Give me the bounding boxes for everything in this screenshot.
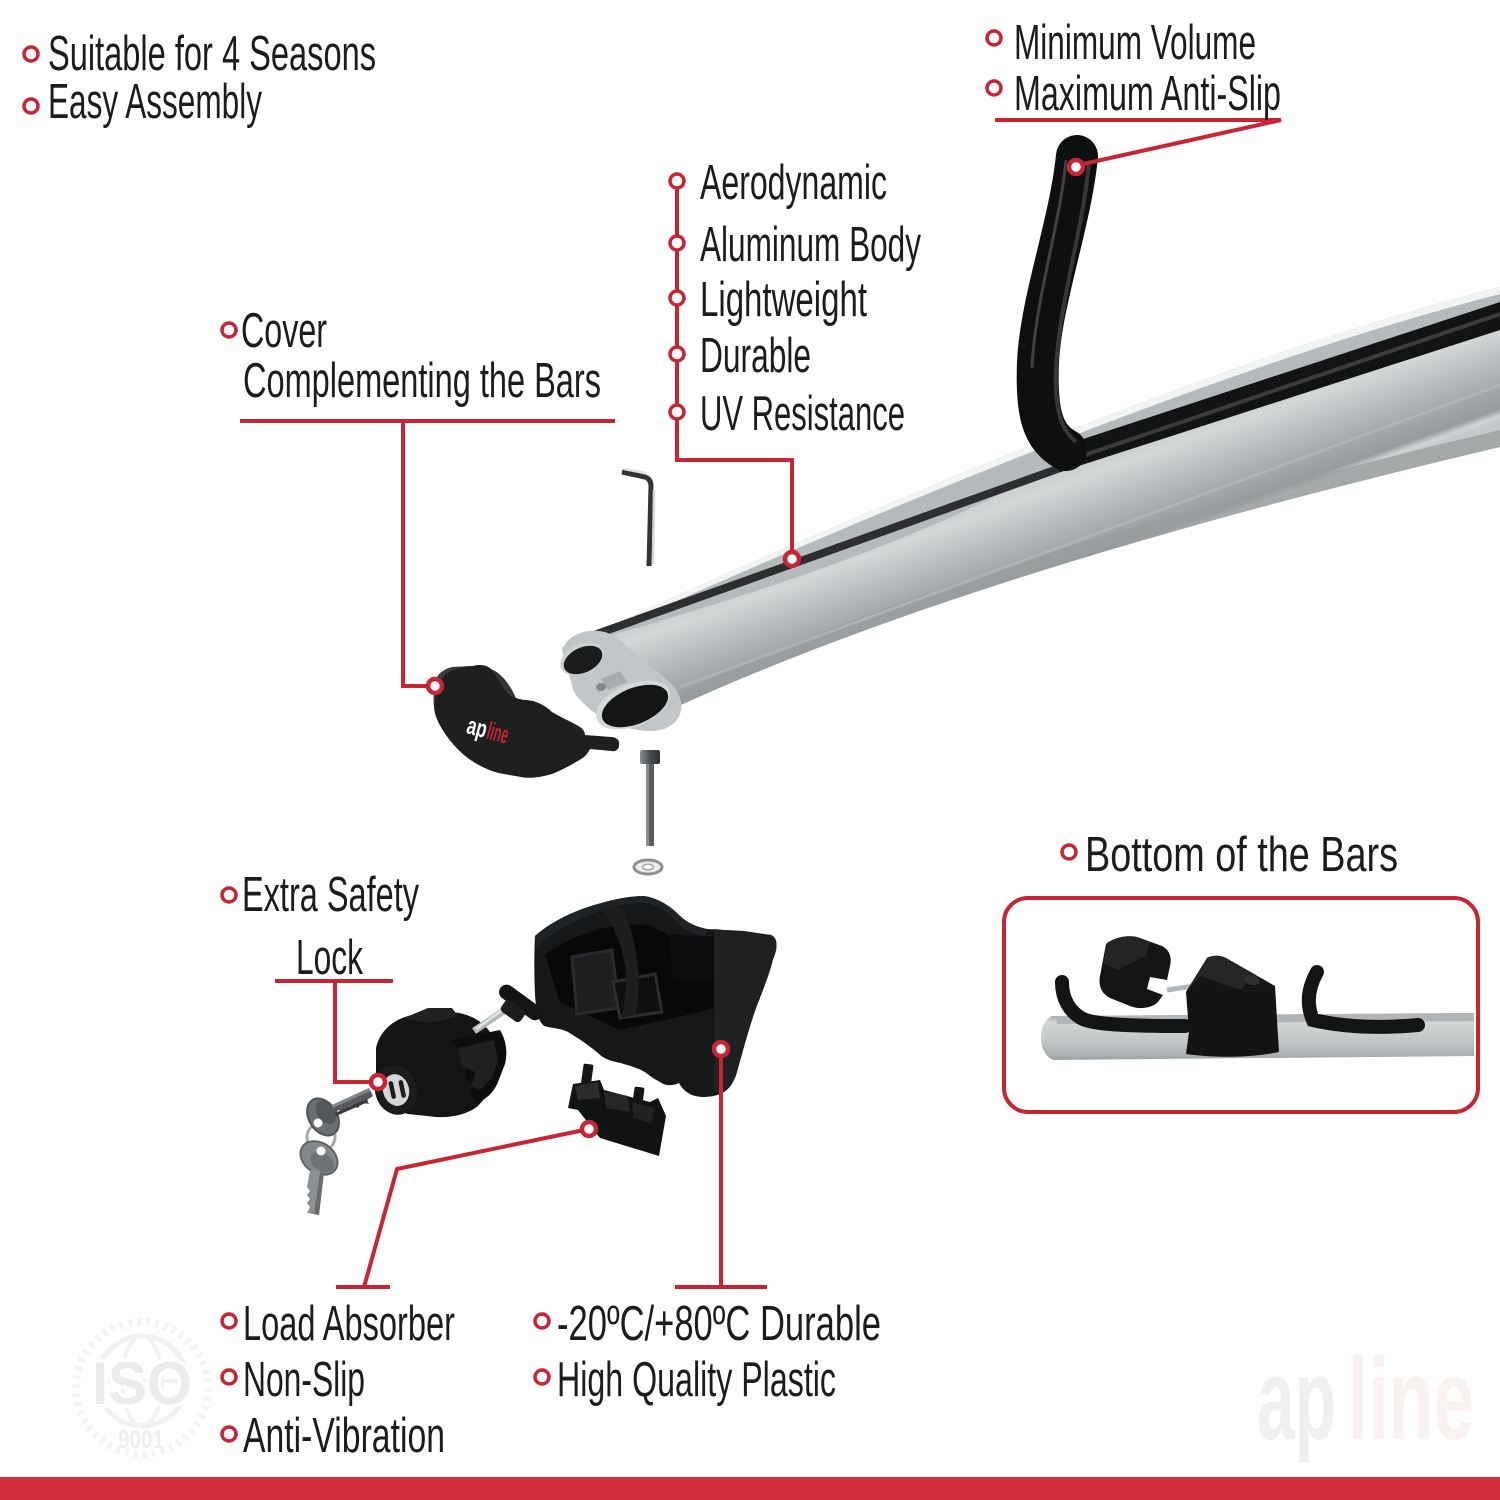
svg-text:-20ºC/+80ºC Durable: -20ºC/+80ºC Durable — [557, 1297, 881, 1351]
svg-text:Cover: Cover — [241, 304, 327, 358]
svg-text:Durable: Durable — [700, 329, 811, 383]
svg-text:Lock: Lock — [296, 931, 363, 985]
svg-text:line: line — [1348, 1334, 1474, 1464]
svg-text:Easy Assembly: Easy Assembly — [48, 75, 262, 129]
svg-text:Suitable for 4 Seasons: Suitable for 4 Seasons — [48, 27, 376, 81]
svg-text:Aerodynamic: Aerodynamic — [700, 156, 887, 210]
svg-text:9001: 9001 — [118, 1426, 164, 1454]
svg-text:Complementing the Bars: Complementing the Bars — [243, 354, 601, 408]
svg-text:Anti-Vibration: Anti-Vibration — [243, 1409, 445, 1463]
svg-text:ISO: ISO — [92, 1350, 192, 1417]
svg-text:Aluminum Body: Aluminum Body — [700, 218, 921, 272]
svg-text:UV Resistance: UV Resistance — [700, 387, 905, 441]
svg-text:High Quality Plastic: High Quality Plastic — [557, 1353, 836, 1407]
svg-text:Non-Slip: Non-Slip — [243, 1353, 365, 1407]
svg-text:Maximum Anti-Slip: Maximum Anti-Slip — [1014, 67, 1281, 121]
svg-text:Bottom of the Bars: Bottom of the Bars — [1085, 828, 1398, 882]
svg-text:Load Absorber: Load Absorber — [243, 1297, 455, 1351]
svg-text:Lightweight: Lightweight — [700, 273, 867, 327]
svg-text:Minimum Volume: Minimum Volume — [1014, 16, 1256, 70]
svg-text:ap: ap — [1257, 1334, 1336, 1464]
svg-text:Extra Safety: Extra Safety — [242, 868, 419, 922]
